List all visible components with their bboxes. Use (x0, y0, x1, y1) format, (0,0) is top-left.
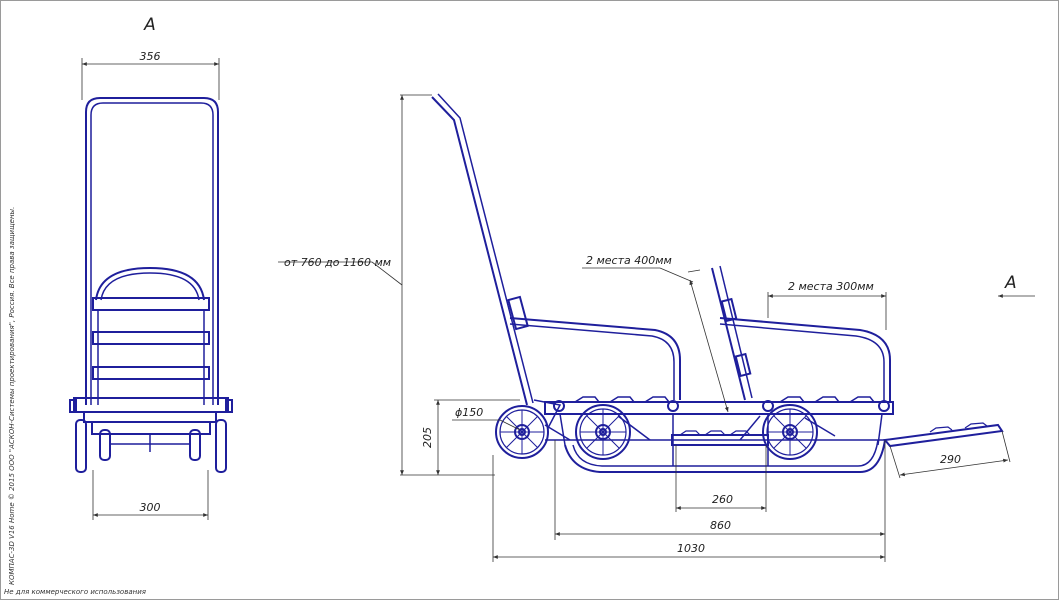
rear-armrest (719, 317, 891, 402)
front-view (69, 97, 233, 473)
dim-runner-length: 860 (710, 519, 731, 532)
dim-wheel-diameter: ϕ150 (455, 406, 483, 419)
front-dimensions (81, 58, 220, 520)
side-dimensions (278, 94, 1035, 562)
deck (544, 401, 894, 415)
side-view (431, 93, 1004, 473)
noncommercial-note: Не для коммерческого использования (4, 588, 146, 596)
copyright-note: КОМПАС-3D V16 Home © 2015 ООО "АСКОН-Сис… (8, 206, 16, 585)
front-slat (92, 366, 210, 380)
dim-handle-height: от 760 до 1160 мм (284, 256, 391, 269)
push-handle (431, 96, 528, 406)
dim-height: 205 (421, 427, 434, 448)
footboard (883, 423, 1004, 448)
wheel-front (495, 405, 549, 459)
front-slat (92, 331, 210, 345)
dim-platform-length: 260 (712, 493, 733, 506)
runner (564, 439, 886, 473)
wheel-rear (762, 404, 818, 460)
front-handle (85, 97, 219, 405)
front-armrest (509, 317, 681, 400)
front-wheel (75, 419, 87, 473)
view-label-right: A (1004, 273, 1017, 293)
dim-board-length: 290 (940, 453, 961, 466)
wheel-middle (575, 404, 631, 460)
dim-total-length: 1030 (677, 542, 705, 555)
front-seat-back (711, 267, 746, 401)
dim-front-width-top: 356 (140, 50, 161, 63)
view-label-left: A (143, 15, 156, 35)
front-wheel (215, 419, 227, 473)
dim-seat-front: 2 места 400мм (586, 254, 672, 267)
front-backrest-loop (95, 266, 205, 301)
dim-front-width-bottom: 300 (140, 501, 161, 514)
front-slat (92, 297, 210, 311)
dim-seat-rear: 2 места 300мм (788, 280, 874, 293)
